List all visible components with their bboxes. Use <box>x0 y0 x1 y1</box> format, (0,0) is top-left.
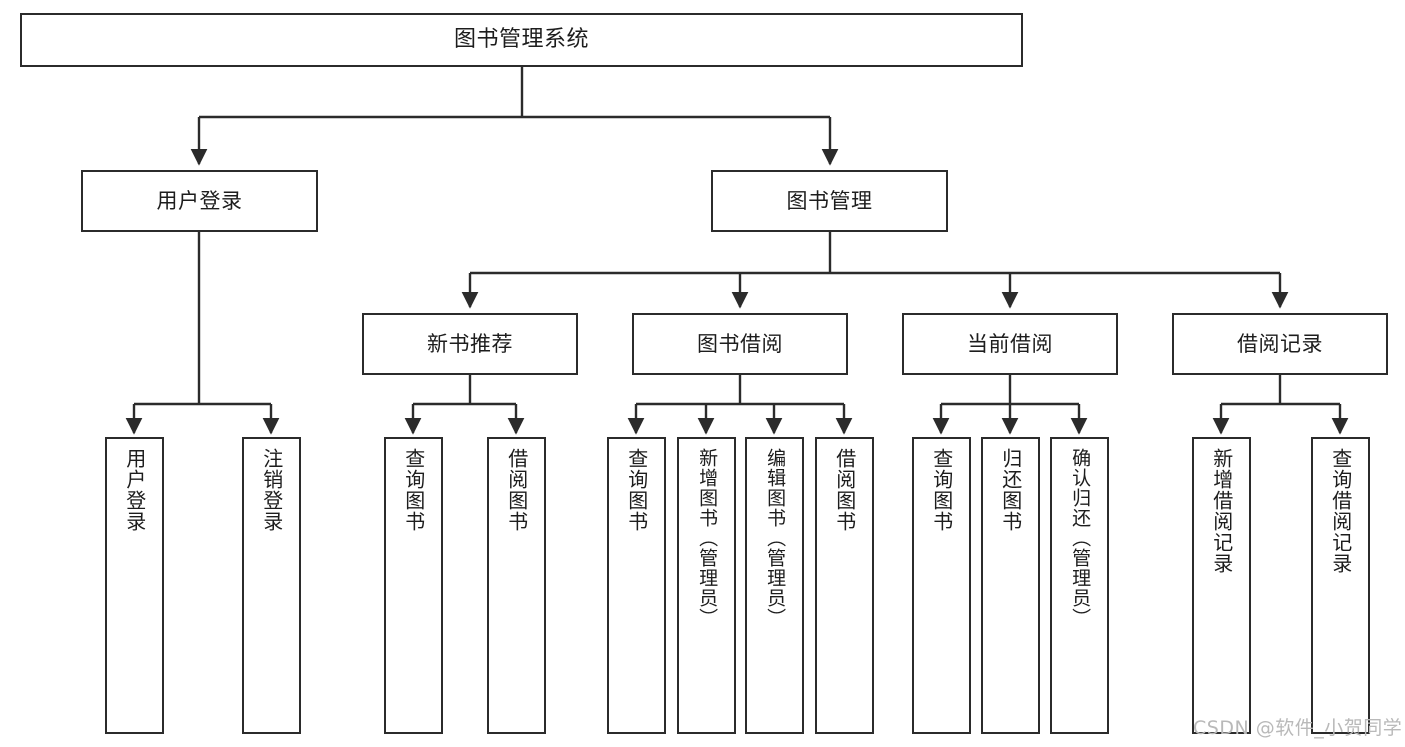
node-borrow-record[interactable]: 借阅记录 <box>1172 313 1388 375</box>
node-label: 查询图书 <box>929 448 954 532</box>
node-label: 用户登录 <box>122 448 147 532</box>
node-label: 图书借阅 <box>697 331 783 356</box>
node-label: 新增借阅记录 <box>1209 448 1234 574</box>
node-label: 用户登录 <box>156 188 243 213</box>
watermark-text: CSDN @软件_小贺同学 <box>1193 717 1403 739</box>
node-label: 归还图书 <box>998 448 1023 532</box>
node-user-login[interactable]: 用户登录 <box>81 170 318 232</box>
node-label: 新书推荐 <box>427 331 513 356</box>
leaf-edit-book[interactable]: 编辑图书（管理员） <box>745 437 804 734</box>
node-new-book-recommend[interactable]: 新书推荐 <box>362 313 578 375</box>
leaf-query-borrow-record[interactable]: 查询借阅记录 <box>1311 437 1370 734</box>
node-label: 新增图书（管理员） <box>696 448 719 628</box>
node-label: 确认归还（管理员） <box>1069 448 1092 628</box>
node-book-management[interactable]: 图书管理 <box>711 170 948 232</box>
node-label: 图书管理系统 <box>453 27 589 53</box>
node-label: 编辑图书（管理员） <box>764 448 787 628</box>
leaf-query-book-recommend[interactable]: 查询图书 <box>384 437 443 734</box>
node-label: 借阅记录 <box>1237 331 1323 356</box>
leaf-confirm-return[interactable]: 确认归还（管理员） <box>1050 437 1109 734</box>
leaf-logout-login[interactable]: 注销登录 <box>242 437 301 734</box>
node-label: 图书管理 <box>786 188 873 213</box>
node-book-borrow[interactable]: 图书借阅 <box>632 313 848 375</box>
leaf-borrow-book[interactable]: 借阅图书 <box>815 437 874 734</box>
leaf-add-book[interactable]: 新增图书（管理员） <box>677 437 736 734</box>
leaf-query-book-current[interactable]: 查询图书 <box>912 437 971 734</box>
node-label: 当前借阅 <box>967 331 1053 356</box>
node-label: 借阅图书 <box>504 448 529 532</box>
leaf-user-login[interactable]: 用户登录 <box>105 437 164 734</box>
node-root-system[interactable]: 图书管理系统 <box>20 13 1023 67</box>
node-label: 查询借阅记录 <box>1328 448 1353 574</box>
node-label: 注销登录 <box>259 448 284 532</box>
node-current-borrow[interactable]: 当前借阅 <box>902 313 1118 375</box>
node-label: 查询图书 <box>401 448 426 532</box>
leaf-borrow-book-recommend[interactable]: 借阅图书 <box>487 437 546 734</box>
leaf-add-borrow-record[interactable]: 新增借阅记录 <box>1192 437 1251 734</box>
leaf-return-book[interactable]: 归还图书 <box>981 437 1040 734</box>
node-label: 借阅图书 <box>832 448 857 532</box>
leaf-query-book-borrow[interactable]: 查询图书 <box>607 437 666 734</box>
node-label: 查询图书 <box>624 448 649 532</box>
